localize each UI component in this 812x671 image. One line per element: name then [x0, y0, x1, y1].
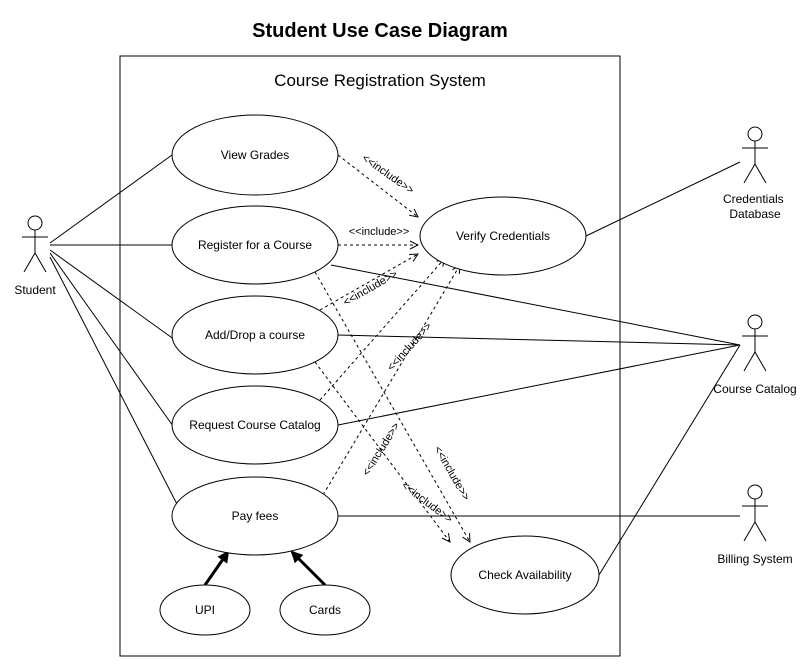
use-case-label: Register for a Course: [198, 238, 312, 252]
use-case-label: Pay fees: [232, 509, 279, 523]
actor-head-icon: [747, 126, 763, 142]
actor-billing-system[interactable]: [742, 484, 768, 542]
include-add-drop-check-availability: [314, 361, 450, 542]
include-label: <<include>>: [359, 152, 415, 197]
include-pay-fees-verify-credentials: [319, 265, 460, 501]
include-label: <<include>>: [399, 480, 455, 526]
use-case-add-drop[interactable]: Add/Drop a course: [171, 295, 339, 375]
include-add-drop-verify-credentials: [319, 254, 418, 311]
actor-head-icon: [747, 314, 763, 330]
actor-label-student: Student: [14, 283, 56, 297]
include-label: <<include>>: [341, 268, 399, 309]
use-case-label: Request Course Catalog: [189, 418, 320, 432]
use-case-view-grades[interactable]: View Grades: [171, 114, 339, 196]
use-case-verify-credentials[interactable]: Verify Credentials: [419, 196, 587, 276]
diagram-title: Student Use Case Diagram: [252, 20, 508, 42]
include-label: <<include>>: [431, 444, 472, 502]
system-name: Course Registration System: [274, 71, 486, 90]
use-case-label: UPI: [195, 603, 215, 617]
association-verify-credentials-credentials-db: [585, 161, 741, 237]
use-case-label: Check Availability: [478, 568, 571, 582]
actor-student[interactable]: [22, 215, 48, 273]
actor-head-icon: [27, 215, 43, 231]
association-add-drop-course-catalog: [337, 334, 741, 346]
include-label: <<include>>: [349, 226, 410, 238]
system-boundary: [119, 55, 621, 657]
association-lines: [49, 154, 741, 576]
actor-credentials-db[interactable]: [742, 126, 768, 184]
include-register-course-check-availability: [314, 271, 470, 542]
use-case-check-availability[interactable]: Check Availability: [450, 535, 600, 615]
include-view-grades-verify-credentials: [337, 154, 418, 217]
actor-label-billing-system: Billing System: [717, 552, 792, 566]
use-case-label: Cards: [309, 603, 341, 617]
use-case-pay-fees[interactable]: Pay fees: [171, 476, 339, 556]
include-request-catalog-verify-credentials: [319, 258, 445, 401]
generalization-arrows: [203, 550, 327, 587]
use-case-label: Add/Drop a course: [205, 328, 305, 342]
association-student-add-drop: [49, 249, 176, 341]
actor-course-catalog[interactable]: [742, 314, 768, 372]
generalization-upi-pay-fees: [203, 550, 230, 586]
actor-label-course-catalog: Course Catalog: [713, 382, 796, 396]
generalization-cards-pay-fees: [290, 550, 327, 587]
association-check-availability-course-catalog: [598, 344, 741, 576]
association-student-view-grades: [49, 154, 173, 244]
use-case-request-catalog[interactable]: Request Course Catalog: [171, 385, 339, 465]
association-request-catalog-course-catalog: [337, 344, 741, 426]
actor-label-credentials-db: Credentials Database: [723, 192, 787, 221]
use-case-register-course[interactable]: Register for a Course: [171, 205, 339, 285]
use-case-label: View Grades: [221, 148, 289, 162]
use-case-upi[interactable]: UPI: [159, 584, 251, 636]
actor-head-icon: [747, 484, 763, 500]
use-case-cards[interactable]: Cards: [279, 584, 371, 636]
association-student-request-catalog: [49, 252, 179, 434]
association-register-course-course-catalog: [330, 264, 741, 346]
association-student-pay-fees: [49, 256, 181, 511]
use-case-label: Verify Credentials: [456, 229, 550, 243]
include-label: <<include>>: [385, 320, 434, 373]
